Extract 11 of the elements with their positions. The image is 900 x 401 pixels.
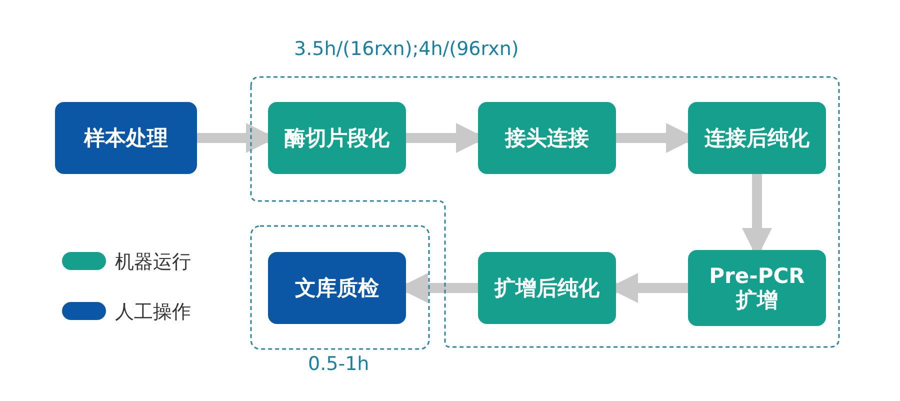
duration-label: 3.5h/(16rxn);4h/(96rxn)	[294, 38, 519, 60]
process-box: 扩增后纯化	[478, 252, 616, 324]
duration-label: 0.5-1h	[308, 353, 370, 375]
legend-label: 机器运行	[115, 250, 191, 275]
process-box: 连接后纯化	[688, 102, 826, 174]
process-box: 酶切片段化	[268, 102, 406, 174]
process-box: 接头连接	[478, 102, 616, 174]
legend-label: 人工操作	[115, 300, 191, 325]
process-box: 样本处理	[55, 102, 197, 174]
process-box: Pre-PCR 扩增	[688, 250, 826, 326]
process-box: 文库质检	[268, 252, 406, 324]
